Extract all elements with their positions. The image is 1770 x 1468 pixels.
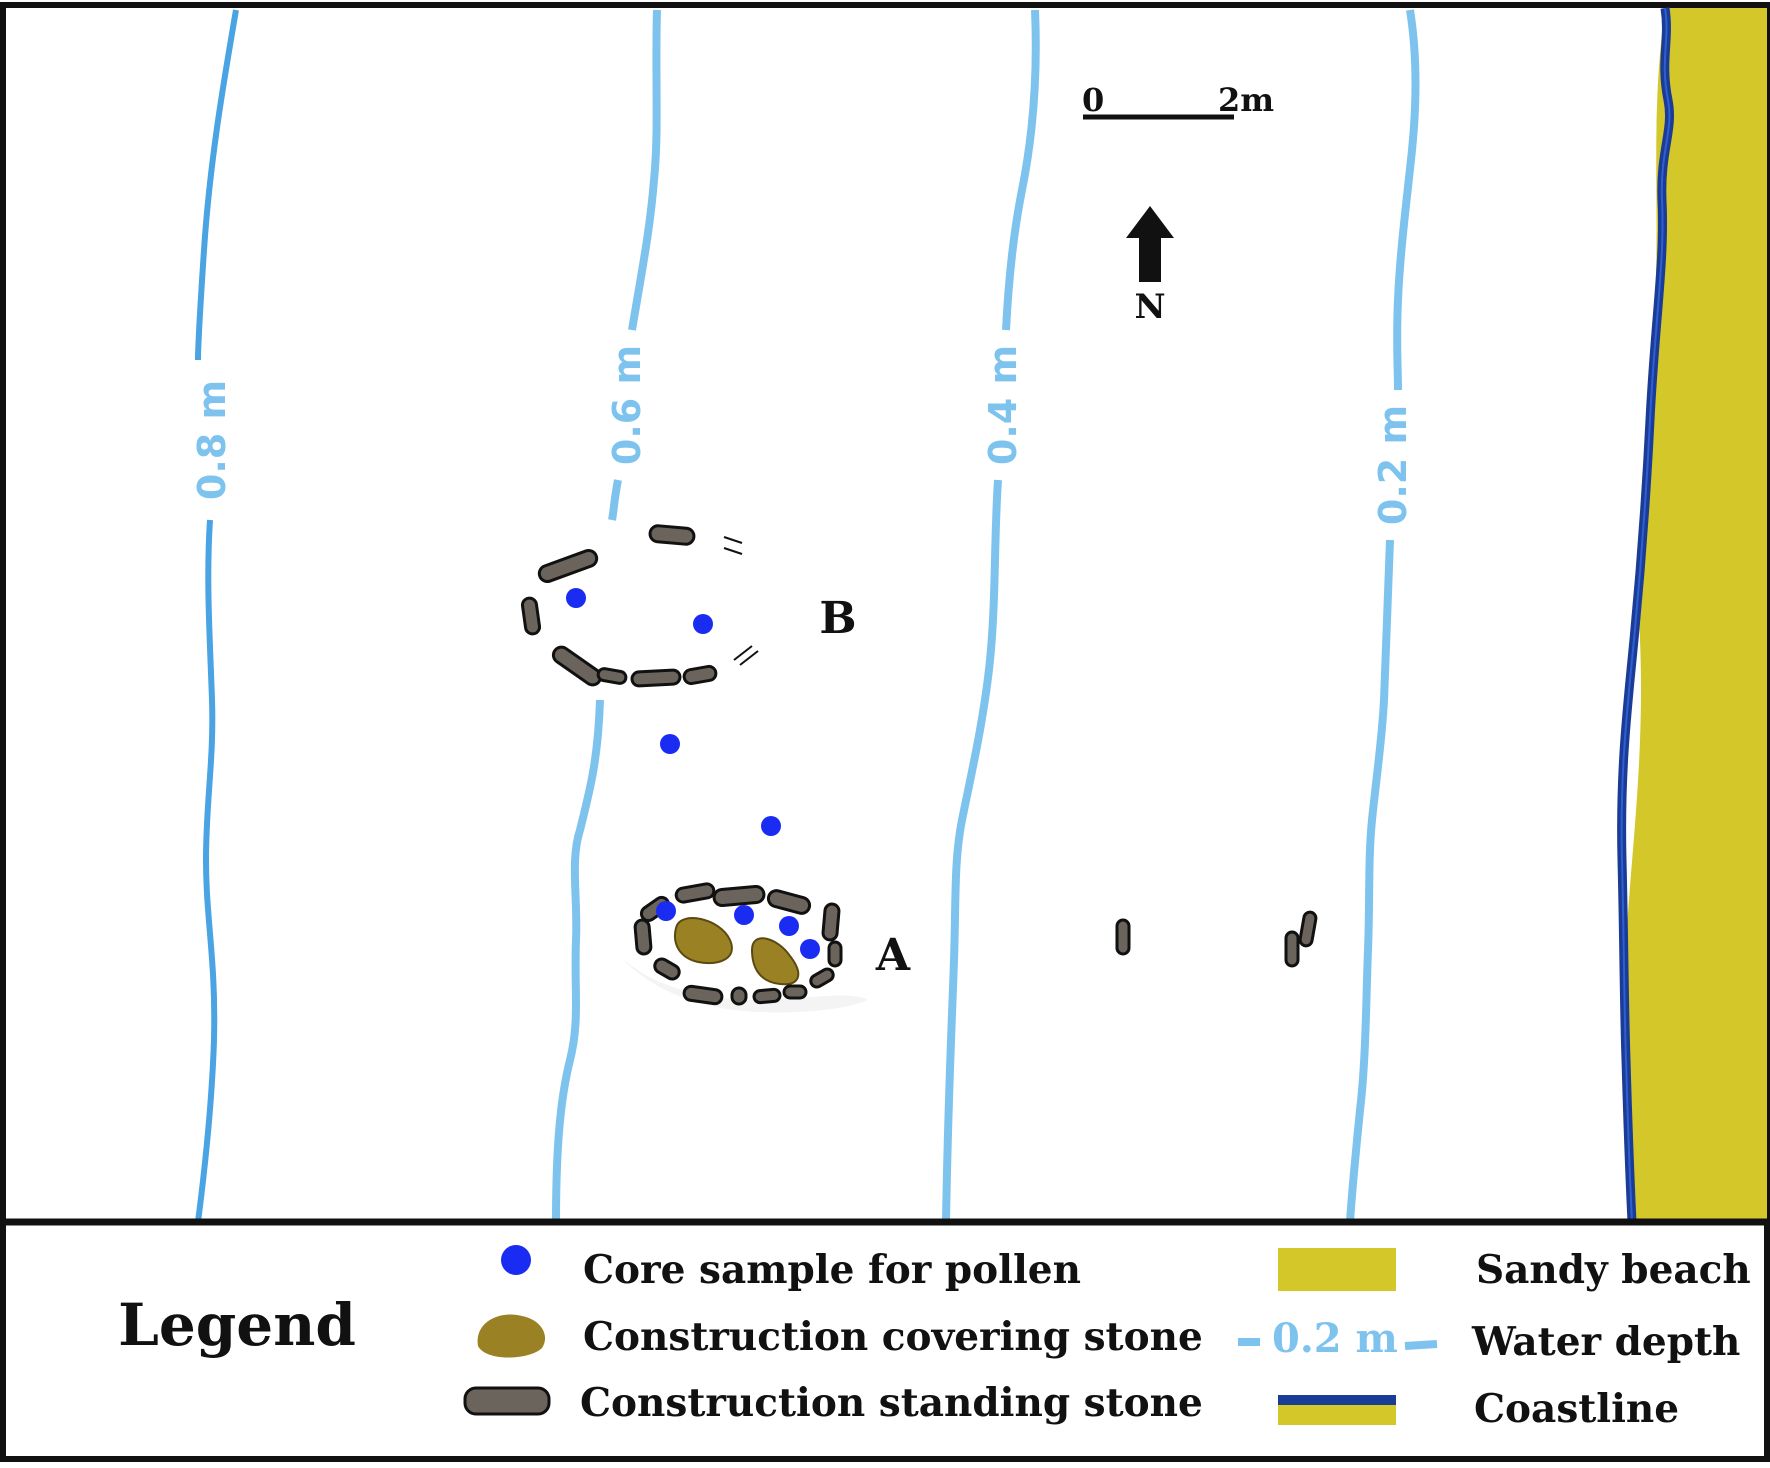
- north-arrow: N: [1126, 206, 1174, 327]
- legend: Legend Core sample for pollen Constructi…: [118, 1245, 1751, 1432]
- standing-stone: [1298, 910, 1318, 948]
- standing-stone: [821, 902, 841, 942]
- contour-0-8m: [195, 9, 239, 1223]
- standing-stone: [633, 918, 653, 956]
- standing-stone: [537, 548, 599, 584]
- core-sample-point: [800, 939, 820, 959]
- covering-stone-icon: [477, 1314, 546, 1358]
- water-depth-sample-label: 0.2 m: [1272, 1315, 1398, 1362]
- legend-label-sandy-beach: Sandy beach: [1476, 1247, 1751, 1293]
- structure-b: B: [520, 524, 857, 688]
- standing-stone: [766, 889, 812, 915]
- standing-stone: [674, 882, 716, 904]
- contour-label-0-8m: 0.8 m: [190, 380, 234, 500]
- core-sample-point: [656, 901, 676, 921]
- legend-label-water-depth: Water depth: [1471, 1319, 1740, 1365]
- scale-bar-start-label: 0: [1082, 81, 1104, 119]
- core-sample-point: [566, 588, 586, 608]
- standing-stone: [1115, 918, 1131, 956]
- standing-stone: [1284, 930, 1300, 968]
- standing-stone: [809, 967, 835, 989]
- core-sample-point: [693, 614, 713, 634]
- standing-stone: [682, 664, 718, 686]
- core-sample-point: [761, 816, 781, 836]
- structure-a-covering-stones: [674, 917, 800, 986]
- structure-label-b: B: [819, 593, 856, 644]
- contour-0-4m: [942, 9, 1040, 1223]
- contour-label-0-2m: 0.2 m: [1371, 405, 1415, 525]
- standing-stone: [551, 645, 603, 687]
- standing-stone: [827, 940, 843, 968]
- sandy-beach-swatch: [1278, 1248, 1396, 1291]
- standing-stone: [630, 668, 682, 688]
- legend-label-standing-stone: Construction standing stone: [580, 1380, 1203, 1426]
- covering-stone: [750, 937, 800, 986]
- scale-bar: 0 2m: [1082, 81, 1274, 120]
- coastline-inner: [1620, 7, 1671, 1223]
- standing-stone: [682, 984, 724, 1006]
- core-sample-point: [779, 916, 799, 936]
- water-depth-line-right: [1404, 1340, 1438, 1350]
- standing-stone: [648, 524, 696, 546]
- standing-stone: [596, 667, 628, 685]
- structure-b-standing-stones: [520, 524, 718, 688]
- covering-stone: [674, 917, 733, 964]
- standing-stone: [730, 986, 748, 1006]
- standing-stone: [752, 987, 782, 1005]
- contour-label-0-6m: 0.6 m: [605, 345, 649, 465]
- standing-stone: [520, 596, 542, 636]
- legend-label-core-sample: Core sample for pollen: [583, 1247, 1081, 1293]
- core-sample-point: [734, 905, 754, 925]
- legend-title: Legend: [118, 1291, 356, 1359]
- contour-label-0-4m: 0.4 m: [981, 345, 1025, 465]
- contour-0-6m: [552, 9, 661, 1223]
- structure-a-outline: [620, 956, 868, 1013]
- structure-a-standing-stones: [633, 882, 843, 1006]
- coastline-swatch: [1278, 1395, 1396, 1425]
- legend-label-coastline: Coastline: [1474, 1386, 1679, 1432]
- core-sample-point: [660, 734, 680, 754]
- structure-a: A: [620, 882, 911, 1013]
- north-label: N: [1134, 287, 1165, 327]
- isolated-standing-stones: [1115, 910, 1318, 968]
- standing-stone: [782, 984, 808, 1000]
- scale-bar-end-label: 2m: [1218, 81, 1274, 119]
- north-arrow-icon: [1126, 206, 1174, 282]
- standing-stone: [712, 885, 766, 907]
- structure-label-a: A: [875, 930, 911, 981]
- standing-stone: [653, 957, 681, 981]
- core-samples: [566, 588, 820, 959]
- legend-label-covering-stone: Construction covering stone: [583, 1314, 1203, 1360]
- contour-0-2m: [1346, 9, 1420, 1223]
- structure-b-break-marks: [723, 536, 759, 666]
- standing-stone-icon: [463, 1386, 551, 1416]
- blue-dot-icon: [501, 1245, 531, 1275]
